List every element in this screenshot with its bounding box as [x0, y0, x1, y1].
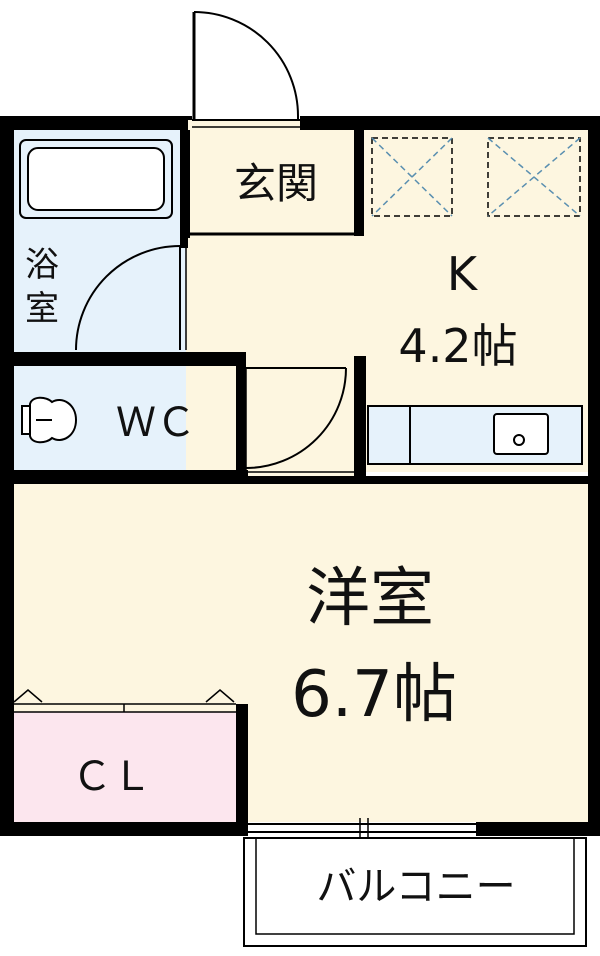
sink-icon: [493, 413, 549, 455]
kitchen-name: K: [447, 247, 479, 301]
bathtub-icon: [19, 139, 173, 219]
kitchen-size: 4.2帖: [398, 319, 517, 373]
toilet-door-swing-icon: [245, 367, 354, 479]
toilet-icon: [21, 396, 78, 444]
balcony-outline: [243, 837, 587, 947]
interior-walls: [14, 130, 588, 834]
exterior-walls: [0, 116, 600, 836]
closet-label: ＣＬ: [72, 754, 152, 800]
entrance-floor: [190, 130, 358, 234]
western-room-name: 洋室: [306, 562, 434, 636]
balcony-label: バルコニー: [316, 864, 515, 910]
entrance-door-swing-icon: [192, 11, 299, 124]
sliding-window-icon: [248, 818, 476, 838]
bathroom-label-line1: 浴: [25, 245, 59, 285]
kitchen-counter-icon: [367, 405, 583, 465]
western-room-size: 6.7帖: [291, 658, 457, 732]
toilet-label: ＷＣ: [116, 400, 196, 446]
closet-doors-icon: [13, 689, 236, 713]
entrance-label: 玄関: [234, 159, 318, 208]
bathroom-door-swing-icon: [75, 245, 187, 351]
closet-floor: [14, 712, 240, 822]
bathroom-label-line2: 室: [25, 289, 59, 329]
ceiling-storage-icon: [371, 137, 581, 217]
